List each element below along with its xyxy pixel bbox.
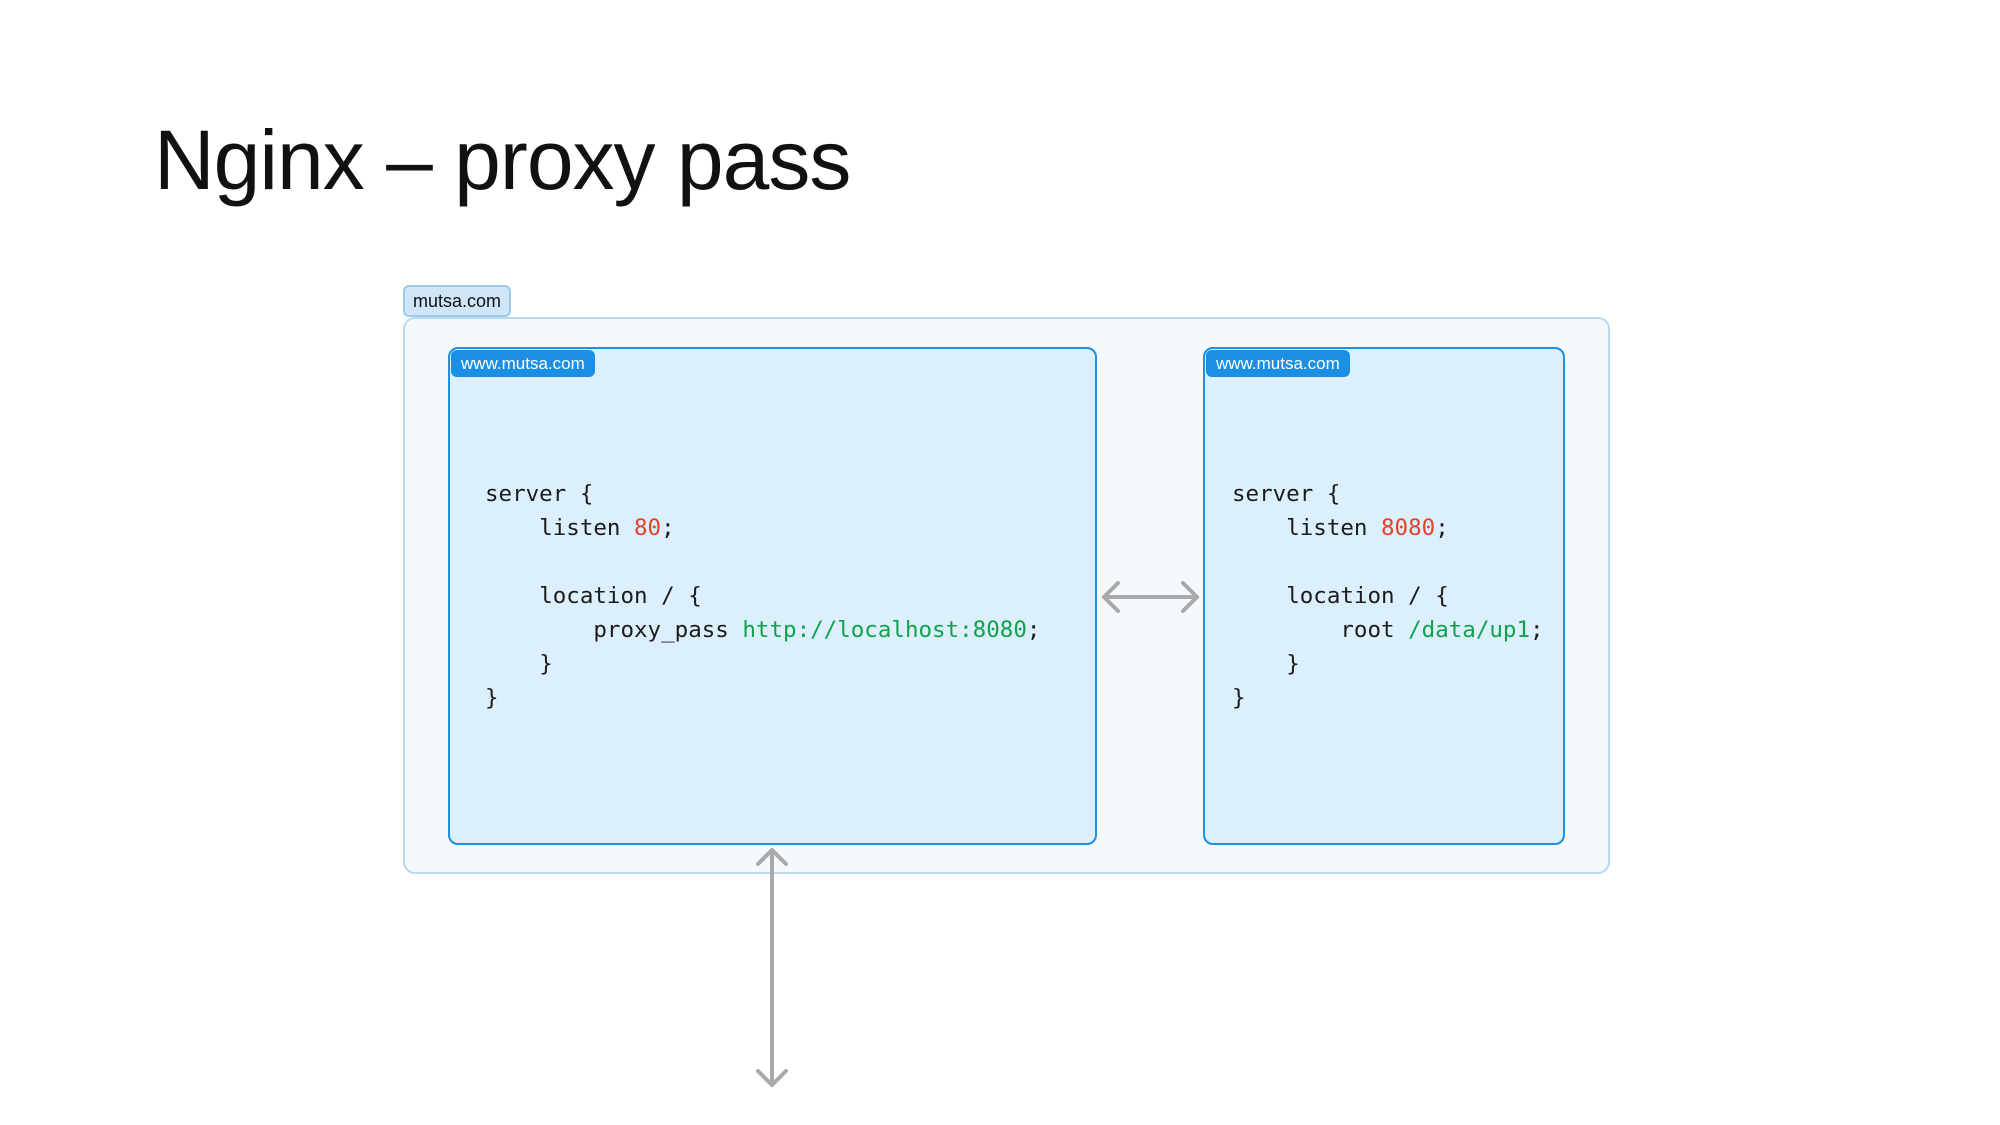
code-semicolon: ; — [1435, 515, 1449, 541]
code-directive-keyword: proxy_pass — [593, 617, 743, 643]
code-line-server-open: server { — [1232, 481, 1341, 507]
code-line-server-close: } — [485, 685, 499, 711]
left-server-config: server { listen 80; location / { proxy_p… — [485, 477, 1040, 715]
code-directive-value: http://localhost:8080 — [742, 617, 1027, 643]
code-directive-keyword: root — [1340, 617, 1409, 643]
left-server-block — [448, 347, 1097, 845]
code-semicolon: ; — [1026, 617, 1041, 643]
code-directive-value: /data/up1 — [1408, 617, 1531, 643]
left-server-host-tag: www.mutsa.com — [451, 350, 595, 377]
code-semicolon: ; — [661, 515, 675, 541]
code-line-server-close: } — [1232, 685, 1246, 711]
slide-title: Nginx – proxy pass — [154, 113, 851, 207]
bidirectional-horizontal-arrow — [1102, 581, 1199, 613]
code-listen-port: 8080 — [1381, 515, 1436, 541]
code-semicolon: ; — [1530, 617, 1544, 643]
right-server-config: server { listen 8080; location / { root … — [1232, 477, 1544, 715]
code-line-location-open: location / { — [539, 583, 702, 609]
code-line-location-close: } — [539, 651, 553, 677]
right-server-block — [1203, 347, 1565, 845]
code-listen-port: 80 — [634, 515, 662, 541]
code-line-location-open: location / { — [1286, 583, 1449, 609]
code-line-server-open: server { — [485, 481, 594, 507]
outer-domain-label: mutsa.com — [403, 285, 512, 317]
right-server-host-tag: www.mutsa.com — [1206, 350, 1350, 377]
code-line-location-close: } — [1286, 651, 1300, 677]
code-listen-keyword: listen — [1286, 515, 1382, 541]
code-listen-keyword: listen — [539, 515, 635, 541]
bidirectional-vertical-arrow — [756, 848, 788, 1087]
